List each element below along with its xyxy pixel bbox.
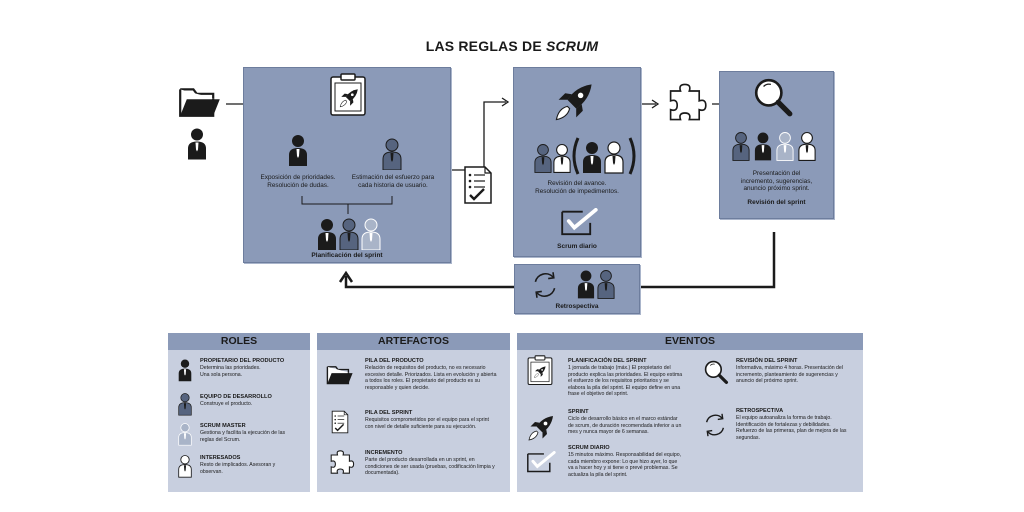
product-owner-icon	[178, 357, 192, 383]
eventos-heading: EVENTOS	[517, 333, 863, 350]
person-dark-icon	[316, 218, 338, 250]
role-item: SCRUM MASTER Gestiona y facilita la ejec…	[200, 423, 286, 443]
artefact-item: PILA DEL SPRINT Requisitos comprometidos…	[365, 410, 489, 430]
event-item: SCRUM DIARIO 15 minutos máximo. Responsa…	[568, 445, 682, 478]
role-item: PROPIETARIO DEL PRODUCTO Determina las p…	[200, 358, 285, 378]
planning-connector	[301, 196, 393, 214]
parenthesis-group	[572, 137, 636, 175]
person-dark-icon	[577, 269, 595, 299]
dev-team-icon	[178, 391, 192, 417]
folder-icon	[326, 364, 354, 385]
event-item: RETROSPECTIVA El equipo autoanaliza la f…	[736, 408, 847, 441]
event-item: REVISIÓN DEL SPRINT Informativa, máximo …	[736, 358, 843, 385]
flow-arrows	[226, 97, 776, 289]
retro-panel: Retrospectiva	[514, 264, 640, 314]
puzzle-icon	[664, 80, 708, 124]
person-white-icon	[553, 142, 571, 174]
eventos-section: EVENTOS PLANIFICACIÓN DEL SPRINT 1 jorna…	[517, 333, 863, 492]
person-light-icon	[776, 130, 794, 162]
puzzle-icon	[327, 448, 355, 476]
person-mid-icon	[597, 269, 615, 299]
person-white-icon	[798, 130, 816, 162]
folder-icon	[178, 85, 222, 118]
review-caption: Revisión del sprint	[747, 199, 806, 206]
person-mid-icon	[338, 218, 360, 250]
rocket-icon	[533, 365, 547, 379]
checklist-icon	[463, 159, 493, 211]
rocket-icon	[552, 80, 596, 124]
role-item: INTERESADOS Resto de implicados. Asesora…	[200, 455, 276, 475]
cycle-icon	[701, 411, 729, 439]
checklist-icon	[331, 409, 349, 435]
roles-section: ROLES PROPIETARIO DEL PRODUCTO Determina…	[168, 333, 310, 492]
daily-text: Revisión del avance.Resolución de impedi…	[535, 180, 619, 195]
checkbox-icon	[526, 451, 556, 473]
planning-left-text: Exposición de prioridades.Resolución de …	[260, 174, 336, 189]
artefact-item: PILA DEL PRODUCTO Relación de requisitos…	[365, 358, 497, 391]
person-white-icon	[604, 140, 624, 174]
retro-caption: Retrospectiva	[555, 303, 599, 310]
roles-heading: ROLES	[168, 333, 310, 350]
artefact-item: INCREMENTO Parte del producto desarrolla…	[365, 450, 495, 477]
cycle-icon	[529, 269, 561, 301]
person-dark-icon	[754, 130, 772, 162]
artefactos-heading: ARTEFACTOS	[317, 333, 510, 350]
magnifier-icon	[752, 76, 794, 118]
person-mid-icon	[732, 130, 750, 162]
daily-caption: Scrum diario	[557, 243, 597, 250]
event-item: PLANIFICACIÓN DEL SPRINT 1 jornada de tr…	[568, 358, 683, 398]
page-title: LAS REGLAS DE SCRUM	[425, 38, 599, 54]
person-dark-icon	[582, 140, 602, 174]
checkbox-icon	[560, 208, 598, 236]
role-item: EQUIPO DE DESARROLLO Construye el produc…	[200, 394, 272, 407]
stakeholder-icon	[178, 453, 192, 479]
scrum-master-icon	[178, 421, 192, 447]
artefactos-section: ARTEFACTOS PILA DEL PRODUCTO Relación de…	[317, 333, 510, 492]
rocket-icon	[526, 413, 556, 443]
person-mid-icon	[534, 142, 552, 174]
person-light-icon	[360, 218, 382, 250]
daily-panel: Revisión del avance.Resolución de impedi…	[513, 67, 641, 257]
magnifier-icon	[703, 359, 729, 385]
product-owner-icon	[187, 127, 207, 160]
event-item: SPRINT Ciclo de desarrollo básico en el …	[568, 409, 682, 436]
planning-panel: Exposición de prioridades.Resolución de …	[243, 67, 451, 263]
planning-caption: Planificación del sprint	[311, 252, 383, 259]
